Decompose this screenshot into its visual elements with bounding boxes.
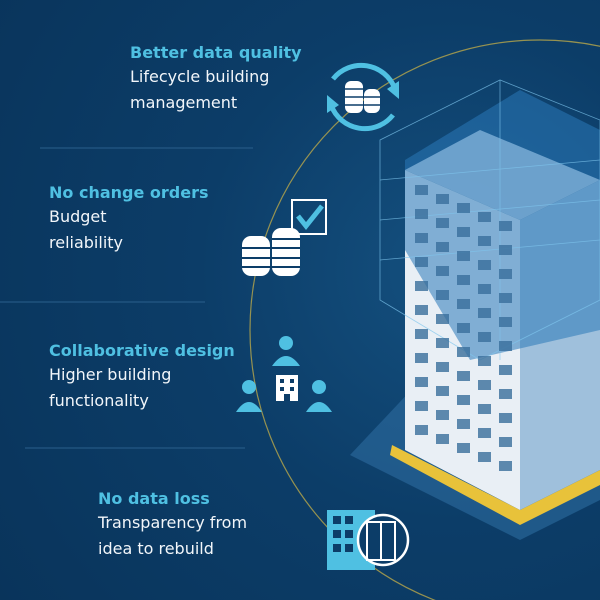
benefit-collaborative-design: Collaborative design Higher building fun… [49,340,235,414]
building-window [436,386,449,396]
benefit-heading: No change orders [49,183,209,202]
building-window [415,353,428,363]
building-window [415,209,428,219]
building-window [457,227,470,237]
building-window [457,443,470,453]
benefit-no-change-orders: No change orders Budget reliability [49,182,209,256]
building-window [478,332,491,342]
building-window [499,365,512,375]
building-window [415,329,428,339]
building-window [457,371,470,381]
building-window [436,362,449,372]
sync-coins-icon [327,62,399,132]
benefit-text: Lifecycle building [130,67,270,86]
building-window [478,284,491,294]
benefit-text: idea to rebuild [98,539,214,558]
building-window [436,194,449,204]
building-window [478,260,491,270]
building-window [415,281,428,291]
building-window [415,233,428,243]
building-window [478,380,491,390]
building-window [499,269,512,279]
building-window [499,221,512,231]
building-window [499,413,512,423]
benefit-better-data-quality: Better data quality Lifecycle building m… [130,42,302,116]
building-plan-icon [327,510,410,570]
building-window [436,242,449,252]
building-window [415,185,428,195]
building-window [478,308,491,318]
building-illustration [350,79,600,540]
building-window [499,389,512,399]
building-window [457,275,470,285]
building-window [478,356,491,366]
building-window [457,419,470,429]
building-window [499,437,512,447]
building-window [415,425,428,435]
building-window [457,347,470,357]
building-window [478,212,491,222]
building-window [499,461,512,471]
building-window [499,293,512,303]
building-window [415,257,428,267]
building-window [478,404,491,414]
building-window [457,299,470,309]
coins-check-icon [242,199,327,276]
building-window [478,236,491,246]
building-window [499,245,512,255]
building-window [436,434,449,444]
building-window [436,290,449,300]
benefit-no-data-loss: No data loss Transparency from idea to r… [98,488,247,562]
benefit-heading: Better data quality [130,43,302,62]
building-window [499,317,512,327]
team-building-icon [236,336,332,412]
building-window [436,314,449,324]
benefit-heading: No data loss [98,489,210,508]
benefit-text: reliability [49,233,123,252]
building-window [436,218,449,228]
benefit-text: functionality [49,391,149,410]
building-window [457,203,470,213]
building-window [499,341,512,351]
building-window [415,377,428,387]
building-window [436,338,449,348]
building-window [478,428,491,438]
connecting-arc [249,39,600,600]
building-window [436,266,449,276]
building-window [415,305,428,315]
building-window [415,401,428,411]
building-window [457,251,470,261]
benefit-text: management [130,93,238,112]
building-window [478,452,491,462]
benefit-text: Higher building [49,365,172,384]
building-window [457,395,470,405]
building-window [436,410,449,420]
building-window [457,323,470,333]
benefit-heading: Collaborative design [49,341,235,360]
benefit-text: Transparency from [98,513,248,532]
benefit-text: Budget [49,207,107,226]
